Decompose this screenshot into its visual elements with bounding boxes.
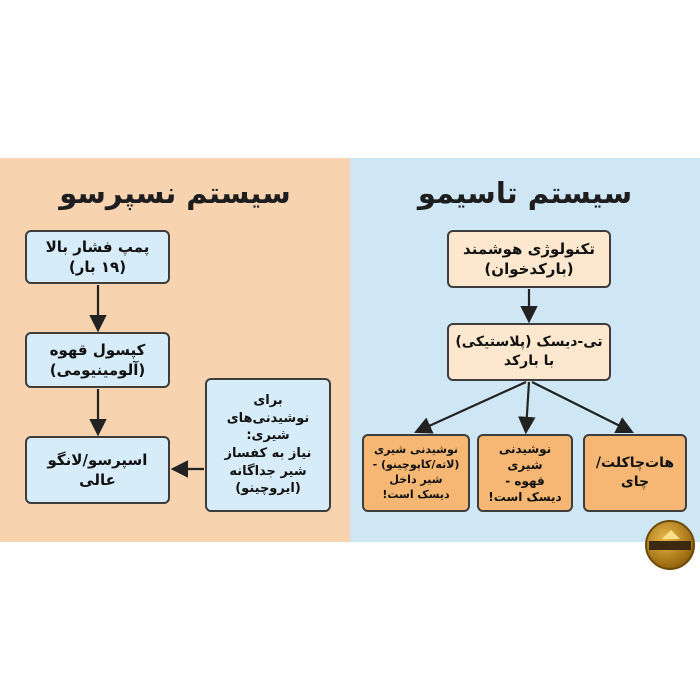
hot-chocolate-tea-box: هات‌چاکلت/چای (583, 434, 687, 512)
latte-cappuccino-box: نوشیدنی شیری (لاته/کاپوچینو) - شیر داخل … (362, 434, 470, 512)
milk-drinks-note-box: برای نوشیدنی‌های شیری: نیاز به کفساز شیر… (205, 378, 331, 512)
high-pressure-pump-box: پمپ فشار بالا (۱۹ بار) (25, 230, 170, 284)
milk-coffee-drink-box: نوشیدنی شیری قهوه - دیسک است! (477, 434, 573, 512)
nespresso-title: سیستم نسپرسو (59, 176, 291, 210)
coffee-capsule-box: کپسول قهوه (آلومینیومی) (25, 332, 170, 388)
brand-logo-badge (645, 520, 695, 570)
smart-technology-box: تکنولوژی هوشمند (بارکدخوان) (447, 230, 611, 288)
house-roof-icon (662, 530, 680, 539)
t-disc-box: تی-دیسک (پلاستیکی) با بارکد (447, 323, 611, 381)
logo-band (649, 541, 691, 550)
tassimo-title: سیستم تاسیمو (417, 176, 633, 210)
espresso-lungo-box: اسپرسو/لانگو عالی (25, 436, 170, 504)
